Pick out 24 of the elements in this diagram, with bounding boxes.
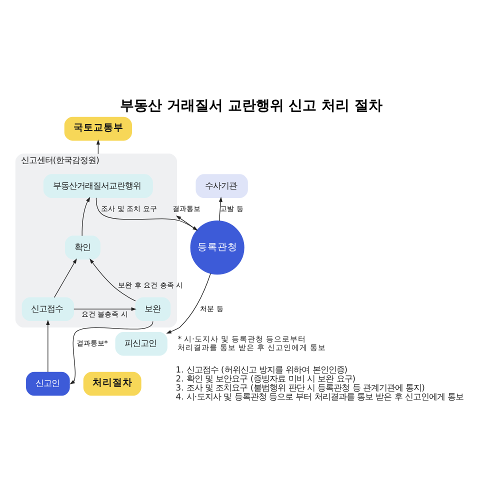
node-box: 신고인	[26, 371, 70, 396]
node-box: 신고접수	[22, 296, 74, 321]
arrow	[90, 258, 136, 301]
node-box: 피신고인	[115, 331, 168, 356]
node-circle: 등록관청	[190, 220, 244, 274]
arrow	[74, 306, 136, 310]
arrow	[218, 196, 222, 221]
label: 3. 조사 및 조치요구 (불법행위 판단 시 등록관청 등 관계기관에 통지)	[176, 382, 425, 392]
node-box: 보완	[135, 296, 171, 321]
arrow	[54, 258, 77, 298]
arrow	[166, 272, 211, 334]
arrow	[96, 138, 100, 154]
node-box: 확인	[65, 235, 100, 260]
arrow	[82, 196, 90, 236]
arrow	[70, 320, 154, 384]
diagram-title: 부동산 거래질서 교란행위 신고 처리 절차	[120, 97, 383, 114]
node-box: 처리절차	[83, 371, 142, 396]
node-box: 부동산거래질서교란행위	[43, 174, 153, 198]
node-box: 수사기관	[196, 174, 248, 198]
label: 1. 신고접수 (허위신고 방지를 위하여 본인인증)	[176, 364, 348, 374]
label: 4. 시·도지사 및 등록관청 등으로 부터 처리결과를 통보 받은 후 신고인에게 통보	[176, 391, 464, 402]
node-box: 국토교통부	[64, 116, 132, 140]
arrow	[46, 319, 50, 372]
label: 2. 확인 및 보안요구 (증빙자료 미비 시 보완 요구)	[176, 372, 356, 383]
